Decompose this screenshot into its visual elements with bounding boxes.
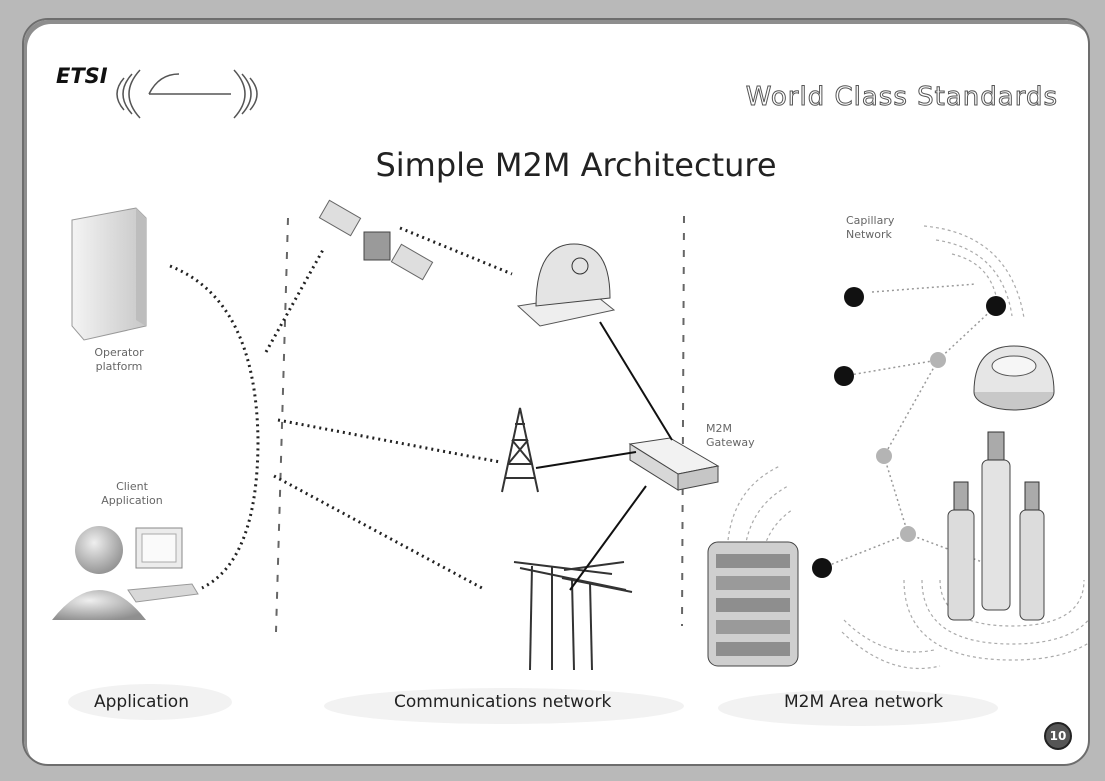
gas-cylinders-icon xyxy=(947,431,1045,621)
slide-title: Simple M2M Architecture xyxy=(375,146,777,184)
client-user-icon xyxy=(52,526,146,620)
sensor-nodes xyxy=(812,287,1008,578)
section-communications: Communications network xyxy=(394,692,612,712)
network-boundary-right xyxy=(681,215,685,627)
client-computer-icon xyxy=(127,527,199,603)
operator-platform-label: Operator platform xyxy=(94,346,144,373)
architecture-diagram xyxy=(52,69,1088,726)
tagline: World Class Standards xyxy=(745,82,1058,113)
capillary-network-label: Capillary Network xyxy=(846,214,895,241)
m2m-gateway-label: M2M Gateway xyxy=(706,422,755,449)
network-boundary-left xyxy=(275,217,289,633)
page-number-badge: 10 xyxy=(1044,722,1072,750)
section-m2m-area: M2M Area network xyxy=(784,692,944,712)
storage-rack-icon xyxy=(707,541,799,667)
section-application: Application xyxy=(94,692,189,712)
water-meter-icon xyxy=(973,345,1055,411)
slide: ETSI World Class Standards Simple M2M Ar… xyxy=(22,18,1090,766)
operator-platform-server-icon xyxy=(71,207,147,341)
dotted-link-arrows xyxy=(169,226,513,590)
cell-tower-icon xyxy=(501,407,539,493)
gateway-links xyxy=(535,321,673,591)
ground-station-icon xyxy=(516,243,616,327)
client-application-label: Client Application xyxy=(101,480,163,507)
satellite-icon xyxy=(318,199,434,281)
m2m-gateway-icon xyxy=(628,437,720,491)
power-line-icon xyxy=(513,561,633,671)
logo-text: ETSI xyxy=(56,64,108,88)
etsi-logo-icon xyxy=(116,69,258,119)
